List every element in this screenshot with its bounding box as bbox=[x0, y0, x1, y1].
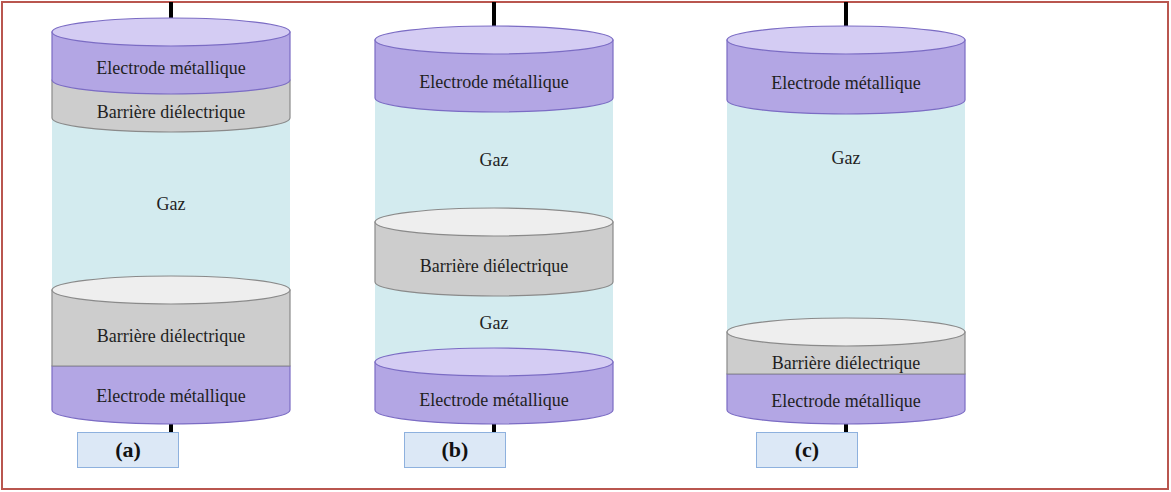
gas-gap: Gaz bbox=[379, 298, 609, 348]
gas-gap: Gaz bbox=[56, 134, 286, 274]
dielectric-barrier: Barrière diélectrique bbox=[379, 238, 609, 294]
metal-electrode-face bbox=[52, 18, 290, 46]
metal-electrode-body bbox=[52, 366, 290, 424]
gas-gap-body bbox=[375, 98, 613, 222]
figure-label: (c) bbox=[795, 437, 819, 463]
lead-wire bbox=[844, 2, 848, 26]
figure-tag: (b) bbox=[404, 432, 506, 468]
part-label: Electrode métallique bbox=[96, 58, 245, 79]
metal-electrode-face bbox=[727, 26, 965, 54]
part-label: Electrode métallique bbox=[419, 390, 568, 411]
part-label: Electrode métallique bbox=[771, 73, 920, 94]
part-label: Electrode métallique bbox=[419, 72, 568, 93]
metal-electrode: Electrode métallique bbox=[56, 46, 286, 90]
dielectric-barrier-face bbox=[375, 208, 613, 236]
figure-tag: (c) bbox=[756, 432, 858, 468]
dielectric-barrier-face bbox=[727, 318, 965, 346]
part-label: Electrode métallique bbox=[771, 391, 920, 412]
part-label: Gaz bbox=[832, 148, 861, 169]
gas-gap: Gaz bbox=[379, 114, 609, 206]
lead-wire bbox=[169, 424, 173, 432]
figure-tag: (a) bbox=[77, 432, 179, 468]
metal-electrode-body bbox=[727, 374, 965, 424]
dielectric-barrier-face bbox=[52, 276, 290, 304]
lead-wire bbox=[844, 424, 848, 432]
metal-electrode: Electrode métallique bbox=[731, 54, 961, 112]
lead-wire bbox=[492, 2, 496, 26]
metal-electrode-face bbox=[375, 26, 613, 54]
part-label: Gaz bbox=[480, 150, 509, 171]
part-label: Barrière diélectrique bbox=[97, 102, 245, 123]
lead-wire bbox=[169, 2, 173, 18]
figure-label: (a) bbox=[115, 437, 141, 463]
part-label: Gaz bbox=[157, 194, 186, 215]
part-label: Gaz bbox=[480, 313, 509, 334]
figure-label: (b) bbox=[442, 437, 469, 463]
metal-electrode: Electrode métallique bbox=[379, 378, 609, 422]
gas-gap: Gaz bbox=[731, 116, 961, 200]
dielectric-barrier: Barrière diélectrique bbox=[56, 94, 286, 130]
part-label: Barrière diélectrique bbox=[772, 353, 920, 374]
metal-electrode-face bbox=[375, 348, 613, 376]
dielectric-barrier: Barrière diélectrique bbox=[56, 306, 286, 366]
gas-gap-body bbox=[52, 118, 290, 290]
part-label: Electrode métallique bbox=[96, 386, 245, 407]
part-label: Barrière diélectrique bbox=[420, 256, 568, 277]
lead-wire bbox=[492, 424, 496, 432]
metal-electrode: Electrode métallique bbox=[731, 380, 961, 422]
metal-electrode: Electrode métallique bbox=[56, 370, 286, 422]
metal-electrode: Electrode métallique bbox=[379, 54, 609, 110]
part-label: Barrière diélectrique bbox=[97, 326, 245, 347]
dielectric-barrier: Barrière diélectrique bbox=[731, 348, 961, 378]
gas-gap-body bbox=[727, 100, 965, 332]
